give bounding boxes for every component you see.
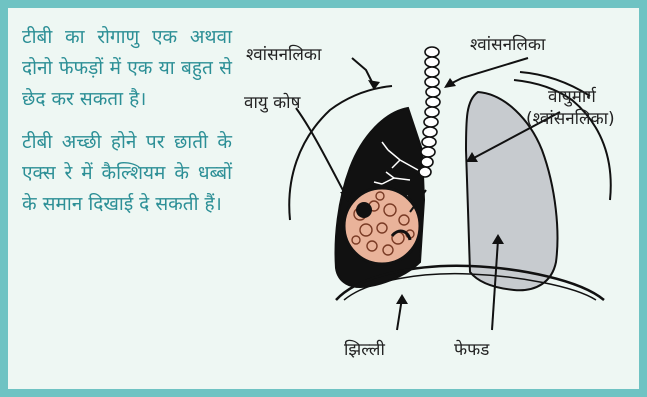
- label-air-sac: वायु कोष: [244, 92, 302, 113]
- pointer-trachea-right: [446, 58, 528, 86]
- label-airway: वायुमार्ग: [548, 86, 597, 107]
- label-trachea-right: श्वांसनलिका: [470, 34, 546, 55]
- paragraph-tb-calcium: टीबी अच्छी होने पर छाती के एक्स रे में क…: [22, 127, 232, 220]
- description-column: टीबी का रोगाणु एक अथवा दोनो फेफड़ों में …: [22, 22, 232, 232]
- label-lung: फेफड: [454, 339, 490, 360]
- label-membrane: झिल्ली: [344, 339, 385, 360]
- label-trachea-left: श्वांसनलिका: [246, 44, 322, 65]
- pointer-air-sac: [296, 108, 346, 196]
- label-airway-note: (श्वांसनलिका): [526, 108, 615, 129]
- paragraph-tb-holes: टीबी का रोगाणु एक अथवा दोनो फेफड़ों में …: [22, 22, 232, 115]
- lung-diagram: श्वांसनलिका श्वांसनलिका वायु कोष वायुमार…: [232, 22, 632, 382]
